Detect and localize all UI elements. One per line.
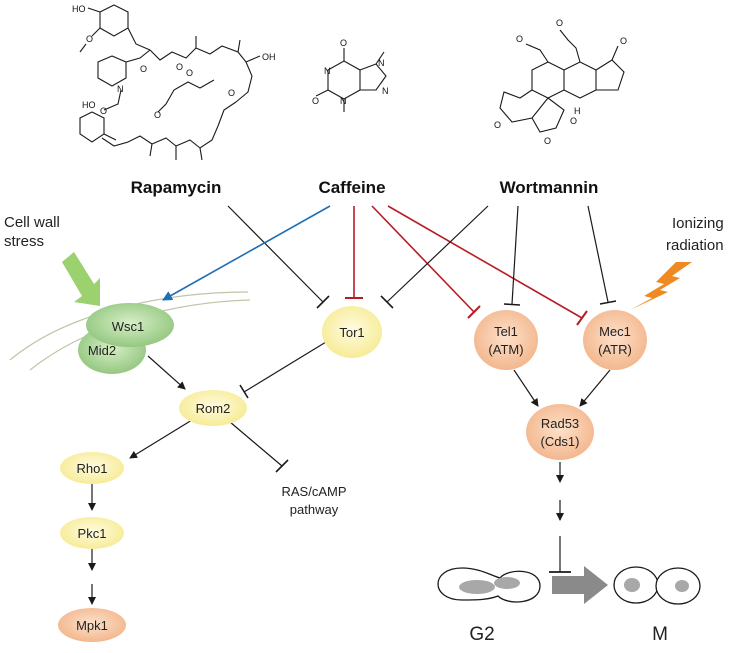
- node-label-pkc1: Pkc1: [78, 526, 107, 541]
- node-label-rom2: Rom2: [196, 401, 231, 416]
- ras-camp-label-1: RAS/cAMP: [281, 484, 346, 499]
- nucleus-g2-a: [459, 580, 495, 594]
- chem-atom: N: [117, 84, 124, 94]
- cell-m: [613, 566, 701, 605]
- chem-atom: O: [176, 62, 183, 72]
- node-rad53: Rad53 (Cds1): [526, 404, 594, 460]
- chem-atom: N: [340, 96, 347, 106]
- drug-label-caffeine: Caffeine: [318, 178, 385, 197]
- cell-wall-stress: Cell wall stress: [4, 214, 100, 306]
- node-label-mec1: Mec1: [599, 324, 631, 339]
- phase-transition-arrow: [552, 566, 608, 604]
- arrow-rom2-rho1: [129, 419, 193, 459]
- chem-atom: O: [86, 34, 93, 44]
- node-tor1: Tor1: [322, 306, 382, 358]
- inhibit-bar: [275, 459, 289, 473]
- node-tel1: Tel1 (ATM): [474, 310, 538, 370]
- inhibit-bar: [316, 295, 330, 309]
- arrow-wsc1-rom2: [147, 355, 186, 390]
- inhibit-line-wortmannin-tor1: [386, 205, 489, 303]
- node-label-rad53-alias: (Cds1): [540, 434, 579, 449]
- node-label-rho1: Rho1: [76, 461, 107, 476]
- ras-camp-label-2: pathway: [290, 502, 339, 517]
- chem-atom: HO: [82, 100, 96, 110]
- chem-atom: HO: [72, 4, 86, 14]
- chem-atom: O: [100, 106, 107, 116]
- chem-atom: O: [154, 110, 161, 120]
- inhibit-line-rom2-ras: [229, 421, 283, 467]
- node-label-mec1-alias: (ATR): [598, 342, 632, 357]
- drug-edges: [162, 205, 617, 326]
- nucleus-m-b: [675, 580, 689, 592]
- rapamycin-structure: HO O OH N O O HO O O O O: [72, 4, 276, 161]
- node-label-tel1-alias: (ATM): [488, 342, 523, 357]
- node-wsc1: Wsc1: [86, 303, 174, 347]
- inhibit-bar: [239, 384, 249, 399]
- chem-atom: OH: [262, 52, 276, 62]
- drug-label-wortmannin: Wortmannin: [500, 178, 599, 197]
- inhibit-line-caffeine-mec1: [387, 205, 583, 319]
- chem-atom: H: [574, 106, 581, 116]
- node-label-mid2: Mid2: [88, 343, 116, 358]
- chem-atom: N: [378, 58, 385, 68]
- inhibit-line-rapamycin-tor1: [227, 205, 324, 303]
- stimulus-label-ionizing-1: Ionizing: [672, 215, 724, 232]
- arrow-mec1-rad53: [579, 369, 611, 407]
- inhibit-bar: [467, 305, 481, 319]
- arrow-tel1-rad53: [513, 369, 539, 407]
- chem-atom: O: [620, 36, 627, 46]
- node-label-mpk1: Mpk1: [76, 618, 108, 633]
- caffeine-structure: O O N N N N: [312, 38, 389, 112]
- inhibit-line-wortmannin-tel1: [511, 205, 519, 305]
- node-label-wsc1: Wsc1: [112, 319, 145, 334]
- inhibit-bar: [576, 310, 588, 326]
- nucleus-g2-b: [494, 577, 520, 589]
- node-label-tel1: Tel1: [494, 324, 518, 339]
- lightning-icon: [630, 262, 692, 310]
- phase-label-g2: G2: [469, 624, 494, 645]
- drug-label-rapamycin: Rapamycin: [131, 178, 222, 197]
- chem-atom: O: [140, 64, 147, 74]
- chem-atom: N: [324, 66, 331, 76]
- inhibit-bar: [503, 303, 521, 306]
- node-mec1: Mec1 (ATR): [583, 310, 647, 370]
- inhibit-line-wortmannin-mec1: [587, 205, 609, 303]
- inhibit-bar: [380, 295, 394, 309]
- chem-atom: O: [312, 96, 319, 106]
- nucleus-m-a: [624, 578, 640, 592]
- ionizing-radiation: Ionizing radiation: [630, 215, 724, 310]
- inhibit-line-tor1-rom2: [243, 341, 327, 393]
- stimulus-label-cell-wall-1: Cell wall: [4, 214, 60, 231]
- chem-atom: N: [382, 86, 389, 96]
- wortmannin-structure: O O O O O O H: [494, 18, 627, 146]
- node-rom2: Rom2: [179, 390, 247, 426]
- stimulus-label-ionizing-2: radiation: [666, 237, 724, 254]
- chem-atom: O: [570, 116, 577, 126]
- node-pkc1: Pkc1: [60, 517, 124, 549]
- pathway-edges: [88, 341, 611, 605]
- chem-atom: O: [228, 88, 235, 98]
- chem-atom: O: [340, 38, 347, 48]
- node-label-rad53: Rad53: [541, 416, 579, 431]
- chem-atom: O: [516, 34, 523, 44]
- node-mpk1: Mpk1: [58, 608, 126, 642]
- stimulus-label-cell-wall-2: stress: [4, 233, 44, 250]
- stress-arrow: [62, 252, 100, 306]
- chem-atom: O: [494, 120, 501, 130]
- chem-atom: O: [556, 18, 563, 28]
- inhibit-bar: [599, 300, 617, 305]
- node-rho1: Rho1: [60, 452, 124, 484]
- activate-arrow-caffeine-wsc1: [162, 205, 331, 301]
- inhibit-line-caffeine-tel1: [371, 205, 475, 313]
- node-label-tor1: Tor1: [339, 325, 364, 340]
- phase-label-m: M: [652, 624, 668, 645]
- cell-g2: [437, 567, 541, 603]
- chem-atom: O: [544, 136, 551, 146]
- chem-atom: O: [186, 68, 193, 78]
